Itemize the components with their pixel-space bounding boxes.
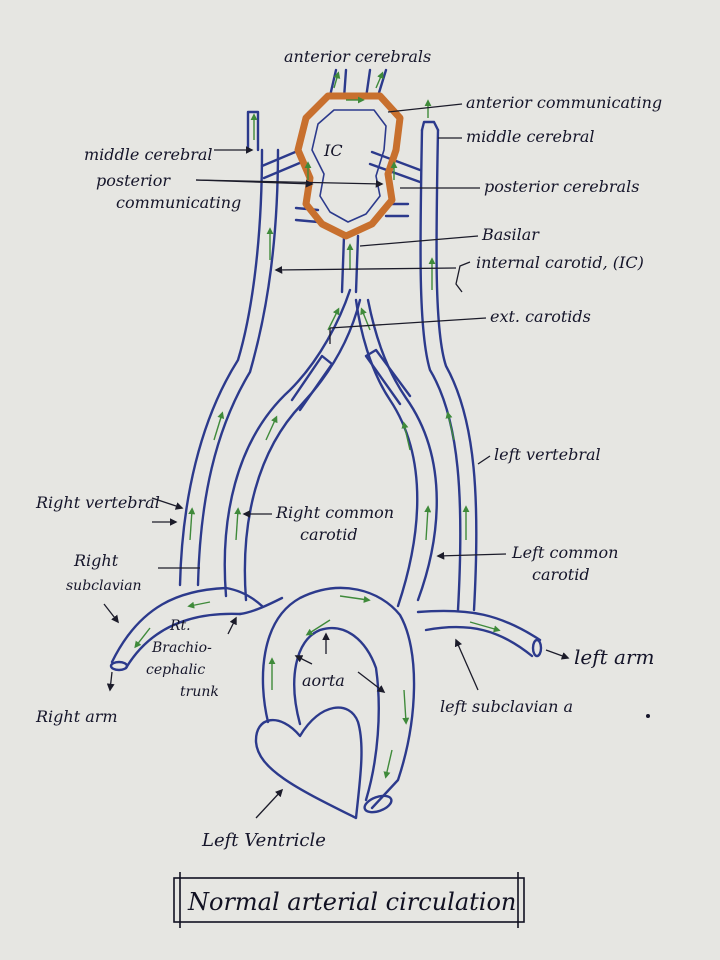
label-middle-cerebral-left: middle cerebral	[466, 127, 595, 146]
label-anterior-cerebrals: anterior cerebrals	[284, 47, 431, 66]
label-right-subclavian-1: Right	[73, 551, 119, 570]
right-common-carotid-inner	[243, 298, 362, 602]
left-common-carotid-inner	[366, 298, 438, 602]
ink-dot	[646, 714, 650, 718]
left-common-carotid-outer	[354, 298, 419, 608]
right-subclavian-inner	[124, 612, 242, 670]
basilar-inner	[354, 234, 360, 294]
label-left-vertebral: left vertebral	[494, 445, 601, 464]
pointer-lines	[103, 103, 570, 819]
aortic-arch-outer	[261, 586, 416, 810]
left-internal-carotid-top	[420, 120, 440, 132]
label-brachiocephalic-4: trunk	[180, 684, 219, 700]
label-posterior-cerebrals: posterior cerebrals	[484, 177, 639, 196]
label-brachiocephalic-3: cephalic	[146, 662, 205, 678]
label-left-ventricle: Left Ventricle	[201, 830, 326, 851]
labels: anterior cerebrals anterior communicatin…	[35, 47, 662, 851]
circle-of-willis-inner	[311, 109, 387, 223]
label-brachiocephalic-2: Brachio-	[151, 640, 212, 656]
left-subclavian-inner	[424, 625, 534, 658]
label-left-common-carotid-1: Left common	[511, 543, 618, 562]
title-box	[173, 877, 525, 923]
circle-of-willis-outline	[294, 92, 404, 240]
left-vertebral-outer	[419, 128, 462, 612]
diagram-title: Normal arterial circulation	[173, 872, 525, 928]
label-right-common-carotid-2: carotid	[300, 525, 358, 544]
label-posterior-communicating-2: communicating	[116, 193, 241, 212]
right-vertebral-inner	[196, 148, 280, 587]
left-arm-cut-end	[531, 638, 543, 658]
circle-of-willis	[294, 92, 404, 240]
label-aorta: aorta	[302, 671, 345, 690]
anterior-cerebrals	[328, 68, 388, 100]
label-right-vertebral: Right vertebral	[35, 493, 160, 512]
right-subclavian-outer	[110, 586, 228, 664]
aorta-cut-end	[363, 794, 393, 814]
basilar-outer	[340, 234, 346, 294]
label-brachiocephalic-1: Rt.	[169, 618, 191, 634]
label-left-subclavian: left subclavian a	[440, 697, 573, 716]
title-text: Normal arterial circulation	[187, 888, 516, 916]
label-right-arm: Right arm	[35, 707, 118, 726]
right-vertebral-outer	[178, 148, 264, 587]
label-basilar: Basilar	[481, 225, 540, 244]
label-left-common-carotid-2: carotid	[532, 565, 590, 584]
label-internal-carotid: internal carotid, (IC)	[476, 253, 644, 272]
left-vertebral-inner	[435, 128, 478, 612]
right-arm-cut-end	[109, 660, 129, 672]
flow-arrows	[134, 71, 501, 779]
brachiocephalic-inner	[238, 596, 284, 616]
left-ventricle-shape	[254, 706, 363, 820]
right-middle-cerebral	[260, 148, 304, 180]
label-right-common-carotid-1: Right common	[275, 503, 394, 522]
left-subclavian-outer	[416, 609, 542, 642]
label-posterior-communicating-1: posterior	[96, 171, 171, 190]
label-left-arm: left arm	[574, 645, 654, 669]
aortic-arch-inner	[293, 626, 380, 802]
label-ext-carotids: ext. carotids	[490, 307, 591, 326]
label-right-subclavian-2: subclavian	[66, 578, 142, 594]
label-middle-cerebral-right: middle cerebral	[84, 145, 213, 164]
brachiocephalic-outer	[224, 586, 264, 608]
label-anterior-communicating: anterior communicating	[466, 93, 662, 112]
label-ic-inner: IC	[323, 141, 343, 160]
right-ext-carotid	[290, 354, 334, 412]
right-internal-carotid-top	[246, 110, 260, 152]
left-ext-carotid	[364, 348, 412, 406]
